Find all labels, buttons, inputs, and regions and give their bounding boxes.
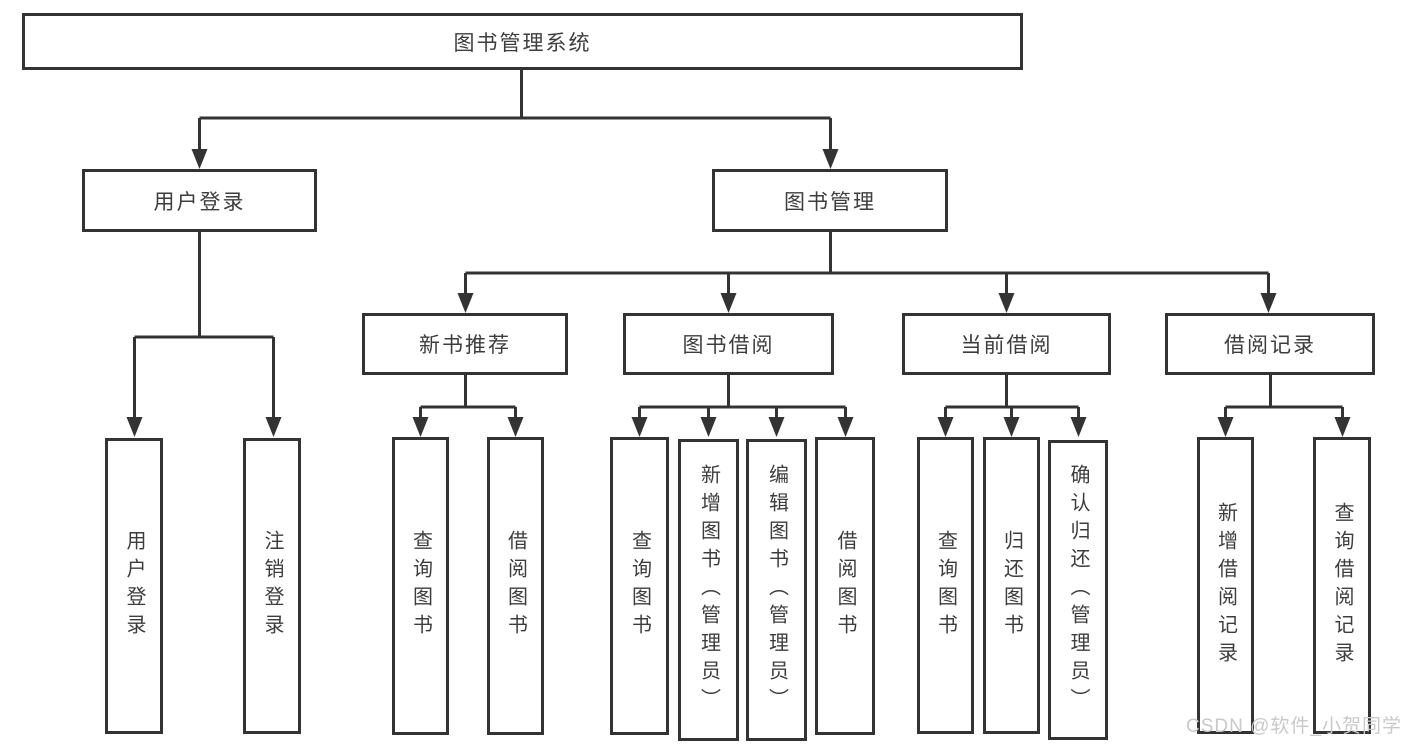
node-user-login: 用户登录 <box>82 169 317 232</box>
arrowhead <box>700 417 717 437</box>
node-logout: 注销登录 <box>243 438 301 734</box>
arrowhead <box>1070 417 1087 437</box>
node-label: 查询图书 <box>409 530 432 642</box>
node-edit-books-admin: 编辑图书（管理员） <box>746 439 807 741</box>
arrowhead <box>412 417 429 437</box>
node-label: 新增借阅记录 <box>1214 501 1237 670</box>
node-label: 借阅图书 <box>504 530 527 642</box>
node-borrow-books-recommend: 借阅图书 <box>487 437 544 735</box>
arrowhead <box>191 149 208 169</box>
arrowhead <box>507 417 524 437</box>
node-label: 确认归还（管理员） <box>1067 464 1089 716</box>
node-book-borrowing: 图书借阅 <box>623 313 834 375</box>
node-query-books-current: 查询图书 <box>917 437 974 734</box>
node-return-books: 归还图书 <box>983 437 1040 734</box>
node-label: 借阅图书 <box>834 530 856 642</box>
node-label: 借阅记录 <box>1224 334 1316 357</box>
node-label: 归还图书 <box>1000 529 1023 642</box>
node-label: 查询借阅记录 <box>1331 501 1353 670</box>
node-borrowing-records: 借阅记录 <box>1165 313 1375 375</box>
node-book-management: 图书管理 <box>712 169 948 232</box>
node-query-books-recommend: 查询图书 <box>392 437 449 735</box>
arrowhead <box>720 293 737 313</box>
node-add-books-admin: 新增图书（管理员） <box>678 439 739 741</box>
node-label: 编辑图书（管理员） <box>765 464 788 716</box>
arrowhead <box>1217 417 1234 437</box>
arrowhead <box>1003 417 1020 437</box>
node-label: 新增图书（管理员） <box>697 464 720 716</box>
node-label: 查询图书 <box>628 530 651 642</box>
node-label: 注销登录 <box>261 530 283 642</box>
arrowhead <box>822 149 839 169</box>
node-current-borrowing: 当前借阅 <box>902 313 1111 375</box>
node-label: 图书管理 <box>784 190 876 214</box>
node-book-management-system: 图书管理系统 <box>22 13 1023 70</box>
arrowhead <box>631 417 648 437</box>
node-confirm-return-admin: 确认归还（管理员） <box>1048 440 1108 740</box>
node-query-borrow-record: 查询借阅记录 <box>1313 437 1371 734</box>
arrowhead <box>937 417 954 437</box>
arrowhead <box>265 417 282 437</box>
node-label: 图书管理系统 <box>453 31 592 55</box>
arrowhead <box>837 417 854 437</box>
node-label: 查询图书 <box>934 529 957 642</box>
node-new-book-recommendation: 新书推荐 <box>362 313 568 375</box>
node-label: 图书借阅 <box>682 334 775 357</box>
node-borrow-books: 借阅图书 <box>815 437 875 735</box>
connector-path <box>133 69 1344 419</box>
arrowhead <box>1334 417 1351 437</box>
node-label: 当前借阅 <box>960 334 1053 357</box>
node-user-login-leaf: 用户登录 <box>105 438 163 734</box>
arrowhead <box>457 293 474 313</box>
node-label: 用户登录 <box>123 530 145 642</box>
node-label: 新书推荐 <box>419 334 511 357</box>
node-add-borrow-record: 新增借阅记录 <box>1197 437 1254 734</box>
node-query-books-borrow: 查询图书 <box>610 437 669 735</box>
csdn-watermark: CSDN @软件_小贺同学 <box>1186 716 1402 737</box>
node-label: 用户登录 <box>153 190 246 214</box>
arrowhead <box>768 417 785 437</box>
arrowhead <box>126 417 143 437</box>
arrowhead <box>1260 293 1277 313</box>
arrowhead <box>998 293 1015 313</box>
